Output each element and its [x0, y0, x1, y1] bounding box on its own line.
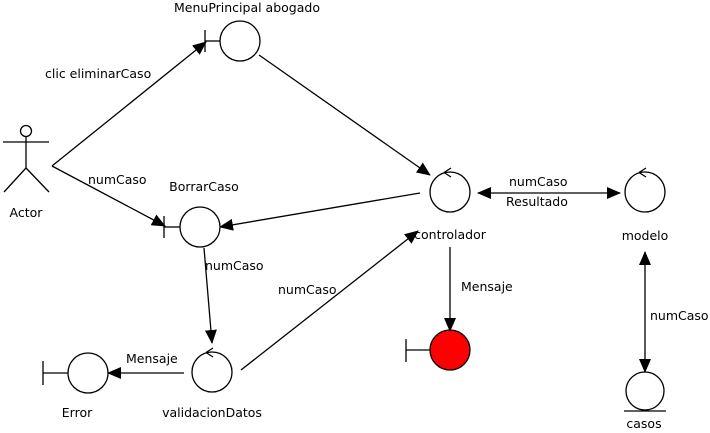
edge-label-controlador-red: Mensaje: [461, 279, 513, 294]
modelo-label: modelo: [622, 228, 669, 243]
red-boundary-circle: [429, 329, 471, 371]
control-validacion-datos: validacionDatos: [162, 347, 262, 420]
boundary-icon: [204, 20, 261, 62]
boundary-error: Error: [42, 352, 109, 420]
edge-actor-borrar: numCaso: [51, 165, 166, 227]
edge-modelo-casos: numCaso: [639, 251, 709, 373]
actor-node: Actor: [3, 124, 50, 220]
error-label: Error: [62, 405, 93, 420]
edge-menu-controlador: [258, 54, 431, 176]
edge-validacion-controlador: numCaso: [240, 230, 419, 371]
boundary-icon: [42, 352, 109, 394]
boundary-red: [405, 329, 471, 371]
boundary-borrar-caso: BorrarCaso: [163, 179, 239, 248]
actor-icon: [3, 124, 50, 193]
casos-label: casos: [626, 416, 661, 431]
controlador-label: controlador: [414, 227, 487, 242]
edge-actor-menu: clic eliminarCaso: [45, 41, 207, 167]
edge-controlador-red: Mensaje: [444, 247, 513, 332]
control-controlador: controlador: [414, 167, 487, 242]
edge-label-validacion-error: Mensaje: [126, 351, 178, 366]
edge-label-actor-borrar: numCaso: [88, 172, 147, 187]
edge-label-controlador-modelo-top: numCaso: [509, 174, 568, 189]
edge-controlador-modelo: numCaso Resultado: [477, 174, 621, 209]
edge-controlador-borrar: [219, 192, 421, 231]
edge-label-validacion-controlador: numCaso: [278, 282, 337, 297]
boundary-icon: [405, 329, 471, 371]
edge-label-modelo-casos: numCaso: [650, 308, 709, 323]
boundary-menu-principal: MenuPrincipal abogado: [174, 0, 320, 62]
edge-label-controlador-modelo-bottom: Resultado: [506, 194, 568, 209]
control-icon: [624, 167, 666, 213]
entity-icon: [624, 371, 666, 412]
entity-casos: casos: [624, 371, 666, 431]
control-icon: [429, 167, 471, 213]
validacion-label: validacionDatos: [162, 405, 262, 420]
edge-borrar-validacion: numCaso: [203, 247, 264, 344]
actor-label: Actor: [10, 205, 44, 220]
edge-label-borrar-validacion: numCaso: [205, 258, 264, 273]
edge-validacion-error: Mensaje: [107, 351, 184, 379]
boundary-icon: [163, 206, 221, 248]
control-icon: [191, 347, 233, 393]
borrar-label: BorrarCaso: [169, 179, 239, 194]
menu-label: MenuPrincipal abogado: [174, 0, 320, 15]
control-modelo: modelo: [622, 167, 669, 243]
edge-label-actor-menu: clic eliminarCaso: [45, 66, 151, 81]
